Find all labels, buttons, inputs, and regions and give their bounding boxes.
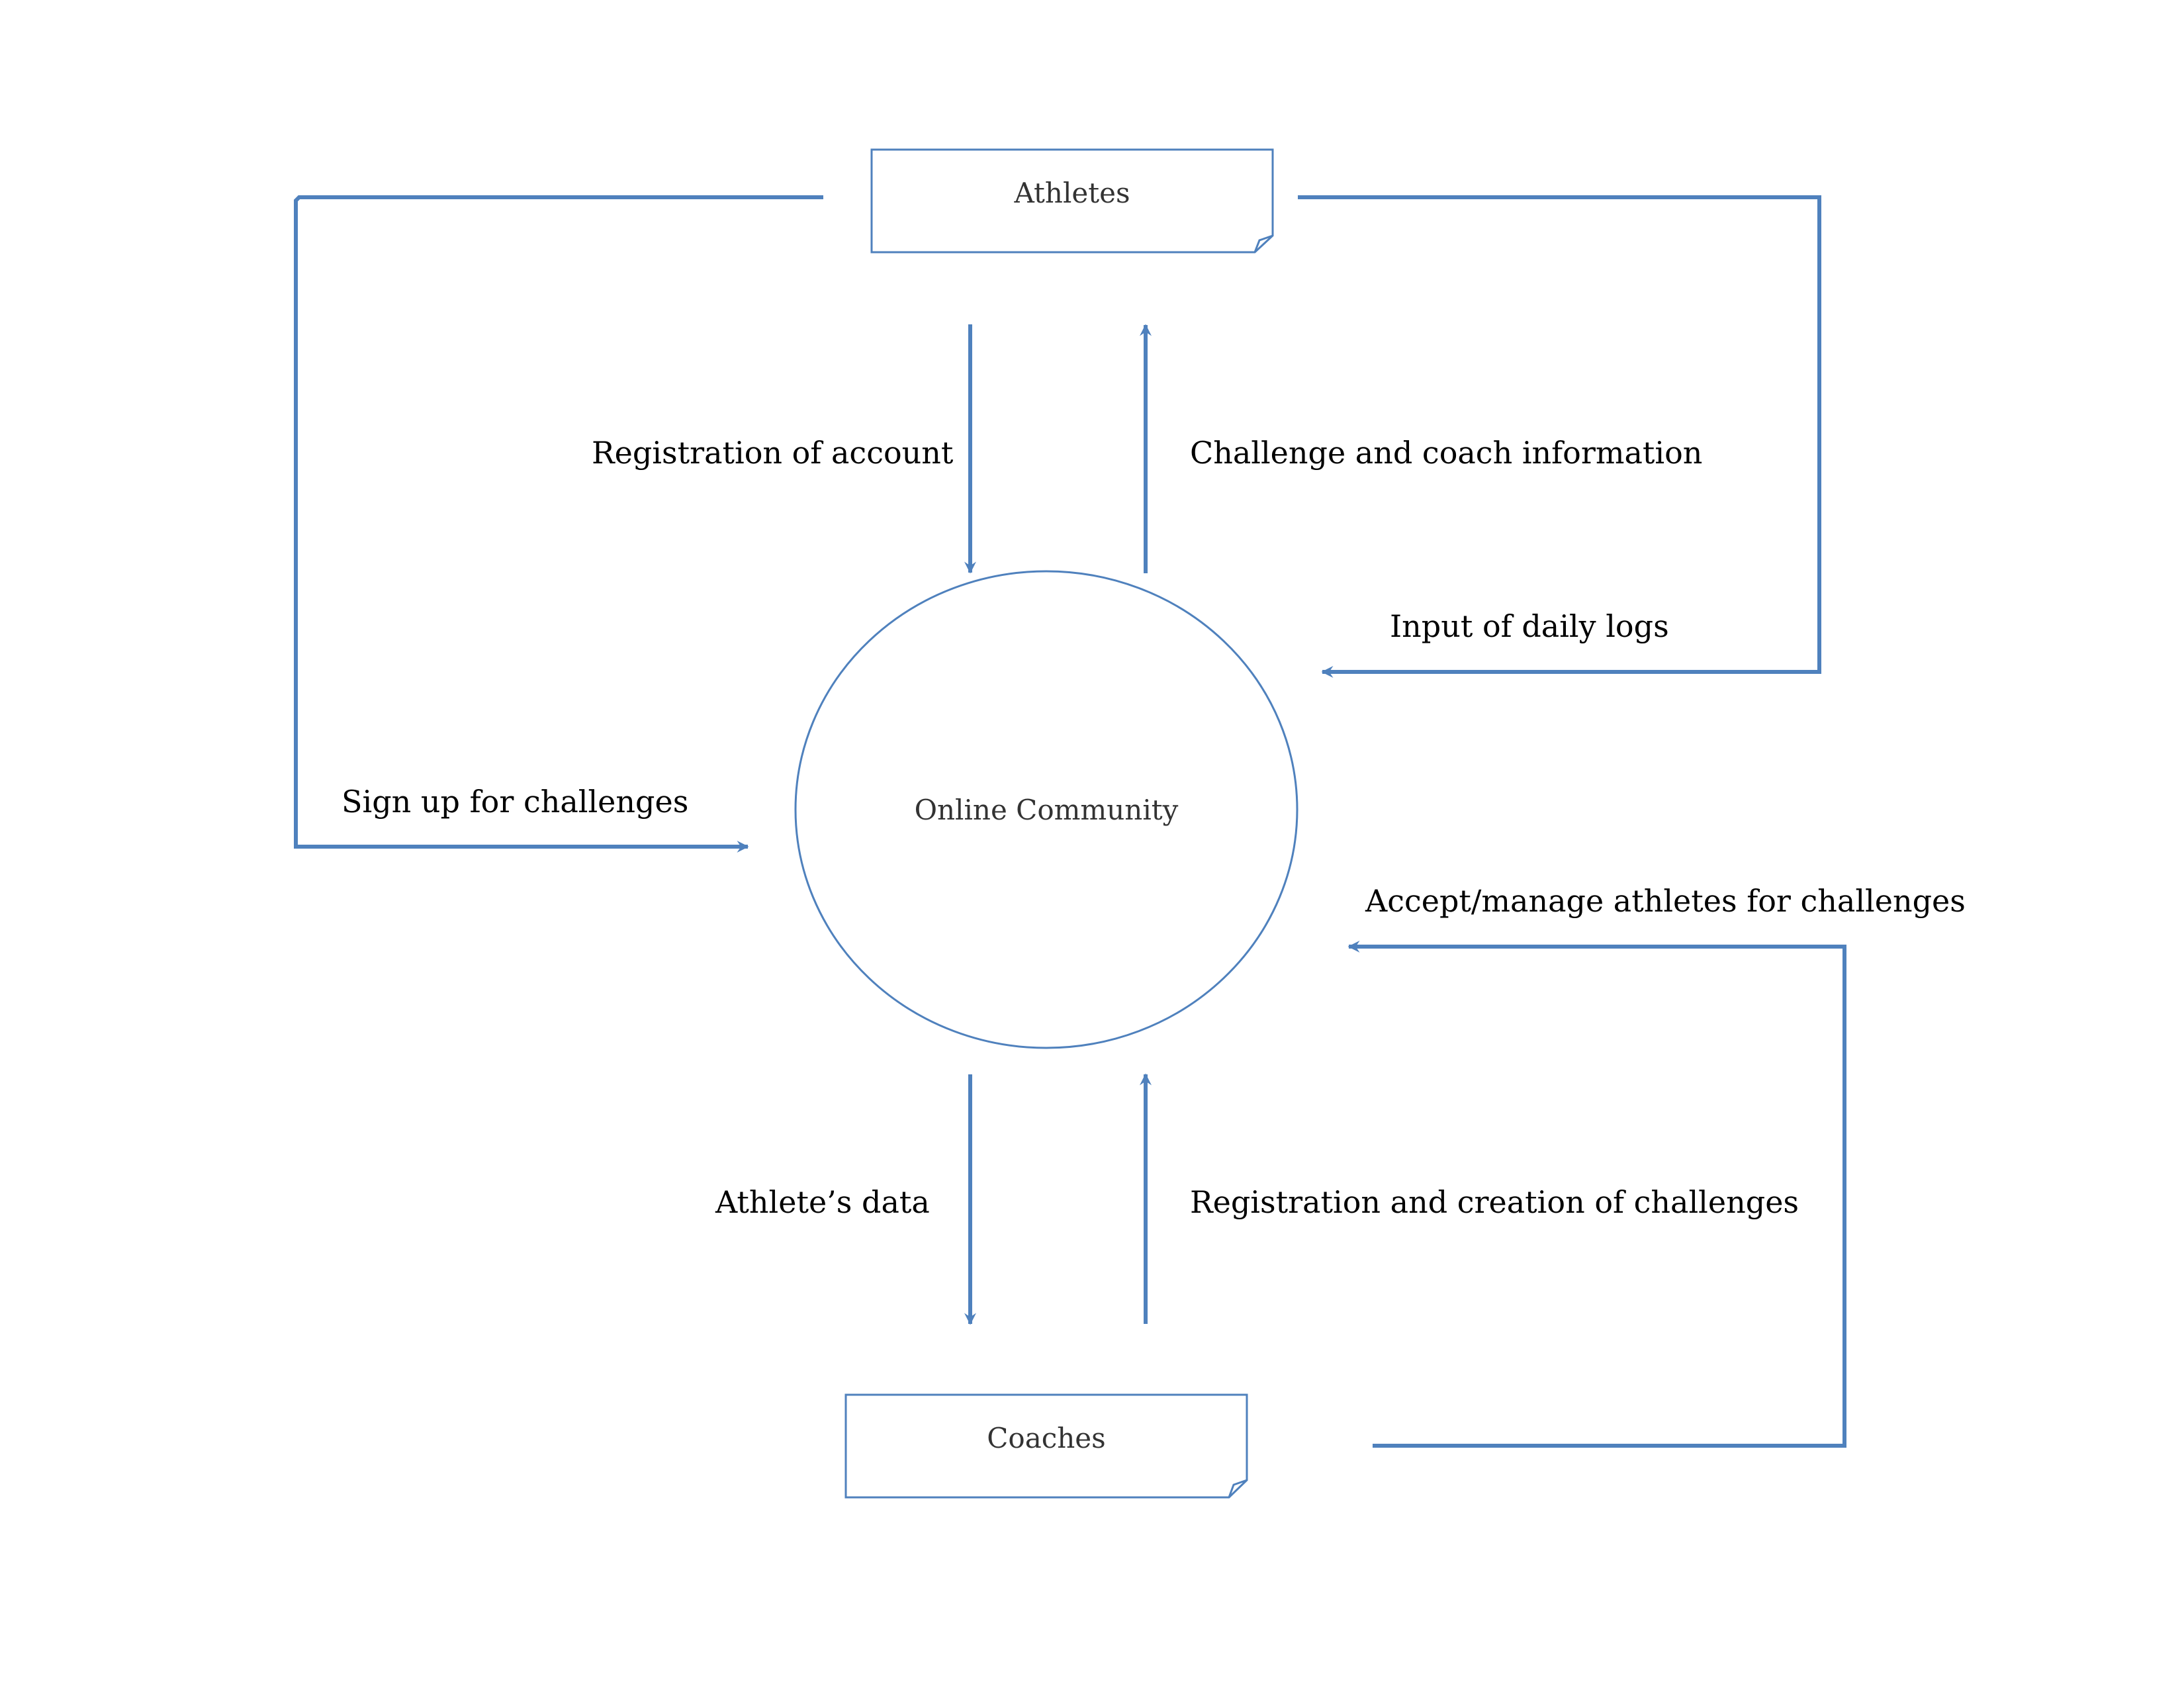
process-label: Online Community bbox=[915, 794, 1179, 826]
flow-label: Registration of account bbox=[592, 435, 954, 471]
flow-label: Athlete’s data bbox=[715, 1184, 930, 1220]
athletes-label: Athletes bbox=[1013, 177, 1130, 209]
flow-arrow bbox=[1298, 195, 1821, 678]
flow-arrow bbox=[1347, 941, 1846, 1448]
flow-label: Sign up for challenges bbox=[341, 784, 688, 820]
coaches-box-corner-fold bbox=[1228, 1479, 1248, 1498]
flow-accept-manage-athletes: Accept/manage athletes for challenges bbox=[1347, 883, 1966, 1448]
athletes-box-corner-fold bbox=[1253, 234, 1273, 253]
flow-arrow bbox=[294, 195, 823, 853]
flow-registration-of-account: Registration of account bbox=[592, 324, 976, 574]
flow-registration-and-creation: Registration and creation of challenges bbox=[1140, 1073, 1799, 1324]
flow-label: Input of daily logs bbox=[1390, 608, 1669, 644]
flow-label: Accept/manage athletes for challenges bbox=[1365, 883, 1966, 919]
coaches-label: Coaches bbox=[987, 1422, 1105, 1454]
athletes-entity[interactable]: Athletes bbox=[870, 148, 1274, 254]
athletes-box bbox=[870, 148, 1274, 254]
flow-label: Registration and creation of challenges bbox=[1190, 1184, 1799, 1220]
coaches-box bbox=[844, 1393, 1248, 1499]
flow-label: Challenge and coach information bbox=[1190, 435, 1702, 471]
coaches-entity[interactable]: Coaches bbox=[844, 1393, 1248, 1499]
process-circle bbox=[794, 570, 1298, 1049]
flow-challenge-and-coach-information: Challenge and coach information bbox=[1140, 324, 1702, 573]
online-community-process[interactable]: Online Community bbox=[794, 570, 1298, 1049]
flow-athletes-data: Athlete’s data bbox=[715, 1074, 976, 1325]
flow-sign-up-for-challenges: Sign up for challenges bbox=[294, 195, 823, 853]
flow-input-of-daily-logs: Input of daily logs bbox=[1298, 195, 1821, 678]
